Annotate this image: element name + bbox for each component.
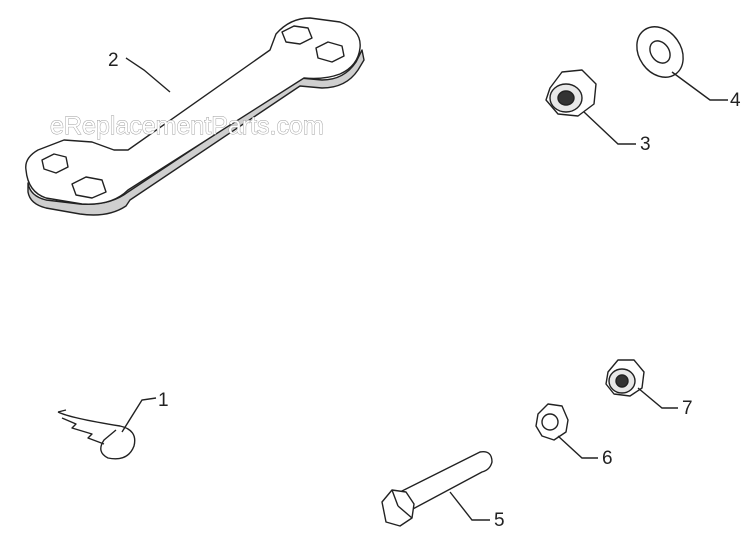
leader-line-3	[583, 111, 636, 145]
watermark: eReplacementParts.com	[50, 112, 324, 140]
wrench-plate-icon	[25, 17, 365, 216]
hex-nut-icon	[535, 403, 569, 441]
callout-4: 4	[730, 90, 741, 111]
hex-bolt-icon	[381, 451, 493, 527]
lock-nut-icon	[605, 359, 645, 397]
callout-2: 2	[108, 50, 119, 71]
lock-nut-icon	[545, 69, 597, 117]
leader-line-7	[637, 387, 678, 409]
leader-line-6	[557, 435, 598, 459]
flat-washer-icon	[636, 26, 684, 78]
leader-line-2	[125, 57, 171, 93]
callout-1: 1	[158, 390, 169, 411]
callout-5: 5	[494, 510, 505, 531]
callout-6: 6	[602, 448, 613, 469]
callout-7: 7	[682, 398, 693, 419]
leader-line-5	[449, 491, 490, 521]
leader-line-1	[121, 397, 157, 433]
hair-pin-cotter-icon	[57, 409, 136, 460]
callout-3: 3	[640, 134, 651, 155]
leader-line-4	[671, 71, 728, 101]
